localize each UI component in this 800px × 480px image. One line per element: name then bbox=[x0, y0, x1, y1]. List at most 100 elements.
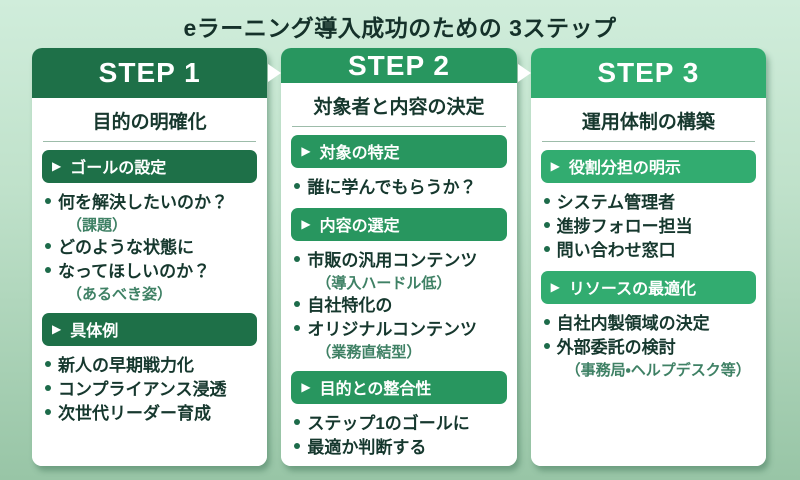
page-title: eラーニング導入成功のための 3ステップ bbox=[183, 15, 617, 41]
step1-card: STEP 1 目的の明確化 ▶ ゴールの設定 何を解決したいのか？ （課題） ど… bbox=[32, 48, 282, 466]
list-item: 何を解決したいのか？ bbox=[45, 191, 258, 215]
banner-label: ゴールの設定 bbox=[70, 160, 167, 177]
bullet-icon bbox=[45, 409, 51, 415]
list-item: 外部委託の検討 bbox=[543, 336, 757, 360]
goal-setting-list: 何を解決したいのか？ （課題） どのような状態に なってほしいのか？ （あるべき… bbox=[41, 191, 258, 305]
list-item: 進捗フォロー担当 bbox=[543, 215, 757, 239]
bullet-icon bbox=[294, 325, 301, 331]
bullet-icon bbox=[294, 443, 301, 449]
item-text: 市販の汎用コンテンツ bbox=[307, 251, 478, 270]
item-text: どのような状態に bbox=[58, 238, 194, 257]
bullet-icon bbox=[45, 361, 51, 367]
flow-arrow-icon bbox=[517, 64, 531, 82]
bullet-icon bbox=[45, 385, 51, 391]
banner-role-assignment: ▶ 役割分担の明示 bbox=[540, 150, 756, 183]
bullet-icon bbox=[294, 419, 301, 425]
triangle-bullet-icon: ▶ bbox=[550, 159, 560, 173]
step1-header: STEP 1 bbox=[32, 48, 268, 98]
list-item: どのような状態に bbox=[45, 236, 258, 260]
list-item: オリジナルコンテンツ bbox=[294, 318, 507, 342]
banner-target-identification: ▶ 対象の特定 bbox=[291, 135, 507, 168]
bullet-icon bbox=[543, 198, 550, 204]
step3-header: STEP 3 bbox=[530, 48, 766, 98]
item-note: （業務直結型） bbox=[316, 344, 422, 361]
bullet-icon bbox=[294, 256, 301, 262]
bullet-icon bbox=[45, 243, 51, 249]
roles-list: システム管理者 進捗フォロー担当 問い合わせ窓口 bbox=[540, 191, 757, 263]
item-note: （導入ハードル低） bbox=[316, 275, 452, 292]
item-text: システム管理者 bbox=[556, 193, 676, 212]
list-item: 問い合わせ窓口 bbox=[543, 239, 757, 263]
list-item: システム管理者 bbox=[543, 191, 757, 215]
banner-label: リソースの最適化 bbox=[568, 281, 697, 298]
item-text: コンプライアンス浸透 bbox=[58, 380, 227, 399]
step3-title: 運用体制の構築 bbox=[541, 107, 755, 142]
list-item: なってほしいのか？ bbox=[45, 260, 258, 284]
banner-goal-alignment: ▶ 目的との整合性 bbox=[291, 371, 507, 404]
list-item: 次世代リーダー育成 bbox=[45, 402, 258, 426]
examples-list: 新人の早期戦力化 コンプライアンス浸透 次世代リーダー育成 bbox=[41, 354, 258, 426]
list-item: ステップ1のゴールに bbox=[294, 412, 507, 436]
item-note: （事務局・ヘルプデスク等） bbox=[565, 362, 751, 379]
item-text: 問い合わせ窓口 bbox=[556, 241, 676, 260]
item-text: オリジナルコンテンツ bbox=[307, 320, 477, 339]
list-item: 新人の早期戦力化 bbox=[45, 354, 258, 378]
item-text: 自社内製領域の決定 bbox=[556, 314, 710, 333]
banner-label: 役割分担の明示 bbox=[568, 160, 681, 177]
bullet-icon bbox=[543, 343, 550, 349]
item-text: なってほしいのか？ bbox=[58, 262, 211, 281]
item-text: 新人の早期戦力化 bbox=[58, 356, 194, 375]
item-text: 何を解決したいのか？ bbox=[58, 193, 228, 212]
banner-label: 内容の選定 bbox=[319, 218, 400, 235]
item-note: （あるべき姿） bbox=[67, 286, 173, 303]
bullet-icon bbox=[45, 198, 51, 204]
triangle-bullet-icon: ▶ bbox=[550, 280, 560, 294]
bullet-icon bbox=[45, 267, 51, 273]
list-item: 誰に学んでもらうか？ bbox=[294, 176, 507, 200]
resources-list: 自社内製領域の決定 外部委託の検討 （事務局・ヘルプデスク等） bbox=[540, 312, 757, 381]
bullet-icon bbox=[543, 246, 550, 252]
bullet-icon bbox=[543, 222, 550, 228]
item-text: 最適か判断する bbox=[307, 438, 427, 457]
item-text: 誰に学んでもらうか？ bbox=[307, 178, 477, 197]
item-text: 進捗フォロー担当 bbox=[556, 217, 693, 236]
banner-label: 対象の特定 bbox=[319, 145, 400, 162]
content-list: 市販の汎用コンテンツ （導入ハードル低） 自社特化の オリジナルコンテンツ （業… bbox=[290, 249, 507, 363]
target-list: 誰に学んでもらうか？ bbox=[290, 176, 507, 200]
item-text: 次世代リーダー育成 bbox=[58, 404, 211, 423]
item-text: 外部委託の検討 bbox=[556, 338, 676, 357]
alignment-list: ステップ1のゴールに 最適か判断する bbox=[290, 412, 507, 460]
banner-examples: ▶ 具体例 bbox=[42, 313, 258, 346]
banner-label: 具体例 bbox=[70, 323, 119, 340]
list-item: 市販の汎用コンテンツ bbox=[294, 249, 507, 273]
banner-label: 目的との整合性 bbox=[319, 381, 432, 398]
list-item: 最適か判断する bbox=[294, 436, 507, 460]
step2-body: 対象者と内容の決定 ▶ 対象の特定 誰に学んでもらうか？ ▶ 内容の選定 市販の… bbox=[281, 83, 517, 466]
step1-body: 目的の明確化 ▶ ゴールの設定 何を解決したいのか？ （課題） どのような状態に… bbox=[32, 98, 268, 466]
banner-resource-optimization: ▶ リソースの最適化 bbox=[540, 271, 756, 304]
step2-card: STEP 2 対象者と内容の決定 ▶ 対象の特定 誰に学んでもらうか？ ▶ 内容… bbox=[281, 48, 531, 466]
triangle-bullet-icon: ▶ bbox=[301, 217, 311, 231]
step2-title: 対象者と内容の決定 bbox=[292, 92, 506, 127]
step3-card: STEP 3 運用体制の構築 ▶ 役割分担の明示 システム管理者 進捗フォロー担… bbox=[530, 48, 766, 466]
triangle-bullet-icon: ▶ bbox=[52, 159, 62, 173]
item-note: （課題） bbox=[67, 217, 128, 234]
banner-content-selection: ▶ 内容の選定 bbox=[291, 208, 507, 241]
triangle-bullet-icon: ▶ bbox=[301, 144, 311, 158]
list-item: コンプライアンス浸透 bbox=[45, 378, 258, 402]
bullet-icon bbox=[543, 319, 550, 325]
flow-arrow-icon bbox=[268, 64, 282, 82]
list-item: 自社内製領域の決定 bbox=[543, 312, 757, 336]
item-text: 自社特化の bbox=[307, 296, 393, 315]
item-text: ステップ1のゴールに bbox=[307, 414, 470, 433]
triangle-bullet-icon: ▶ bbox=[52, 322, 62, 336]
banner-goal-setting: ▶ ゴールの設定 bbox=[42, 150, 258, 183]
bullet-icon bbox=[294, 183, 301, 189]
triangle-bullet-icon: ▶ bbox=[301, 380, 311, 394]
bullet-icon bbox=[294, 301, 301, 307]
step1-title: 目的の明確化 bbox=[43, 107, 257, 142]
steps-container: STEP 1 目的の明確化 ▶ ゴールの設定 何を解決したいのか？ （課題） ど… bbox=[0, 48, 800, 466]
step3-body: 運用体制の構築 ▶ 役割分担の明示 システム管理者 進捗フォロー担当 問い合わせ… bbox=[530, 98, 766, 466]
step2-header: STEP 2 bbox=[281, 48, 517, 83]
list-item: 自社特化の bbox=[294, 294, 507, 318]
